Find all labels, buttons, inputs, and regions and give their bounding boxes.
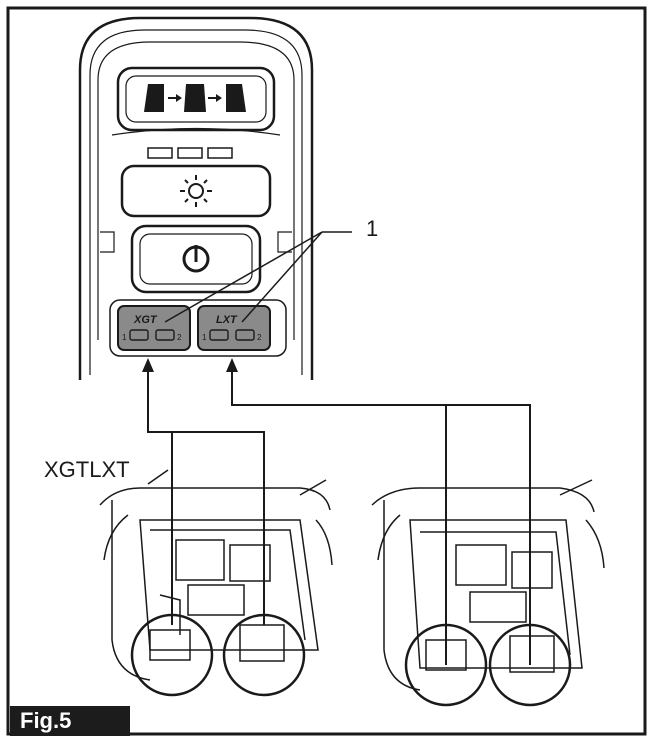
left-caption: XGTLXT xyxy=(44,457,130,482)
outer-border xyxy=(6,6,647,736)
figure-label: Fig.5 xyxy=(10,706,130,736)
mode-button-outline xyxy=(116,66,276,132)
power-button-outline xyxy=(130,224,262,294)
xgt-indicator xyxy=(117,305,191,351)
connector-lines xyxy=(147,368,531,665)
xgt-slot-circle-right xyxy=(404,623,488,707)
level-bars xyxy=(147,147,233,159)
xgt-slot-2: 2 xyxy=(177,333,182,342)
control-panel xyxy=(78,16,314,380)
xgt-slot-circle xyxy=(130,613,214,697)
callout-number: 1 xyxy=(366,216,378,241)
lxt-indicator xyxy=(197,305,271,351)
mode-icon xyxy=(144,84,246,112)
light-button-outline xyxy=(120,164,272,218)
xgt-slot-1: 1 xyxy=(122,333,127,342)
lxt-slot-1: 1 xyxy=(202,333,207,342)
power-icon xyxy=(182,245,210,273)
arrowheads xyxy=(142,358,238,372)
light-icon xyxy=(180,175,212,207)
lxt-slot-circle xyxy=(222,613,306,697)
xgt-badge-text: XGT xyxy=(133,314,158,326)
right-battery-compartment xyxy=(371,479,605,707)
left-battery-compartment xyxy=(99,469,333,697)
lxt-slot-circle-right xyxy=(488,623,572,707)
lxt-badge-text: LXT xyxy=(216,314,238,326)
callout-1: 1 xyxy=(164,216,378,323)
lxt-slot-2: 2 xyxy=(257,333,262,342)
battery-indicators: XGT LXT 1 2 1 2 xyxy=(109,299,287,357)
